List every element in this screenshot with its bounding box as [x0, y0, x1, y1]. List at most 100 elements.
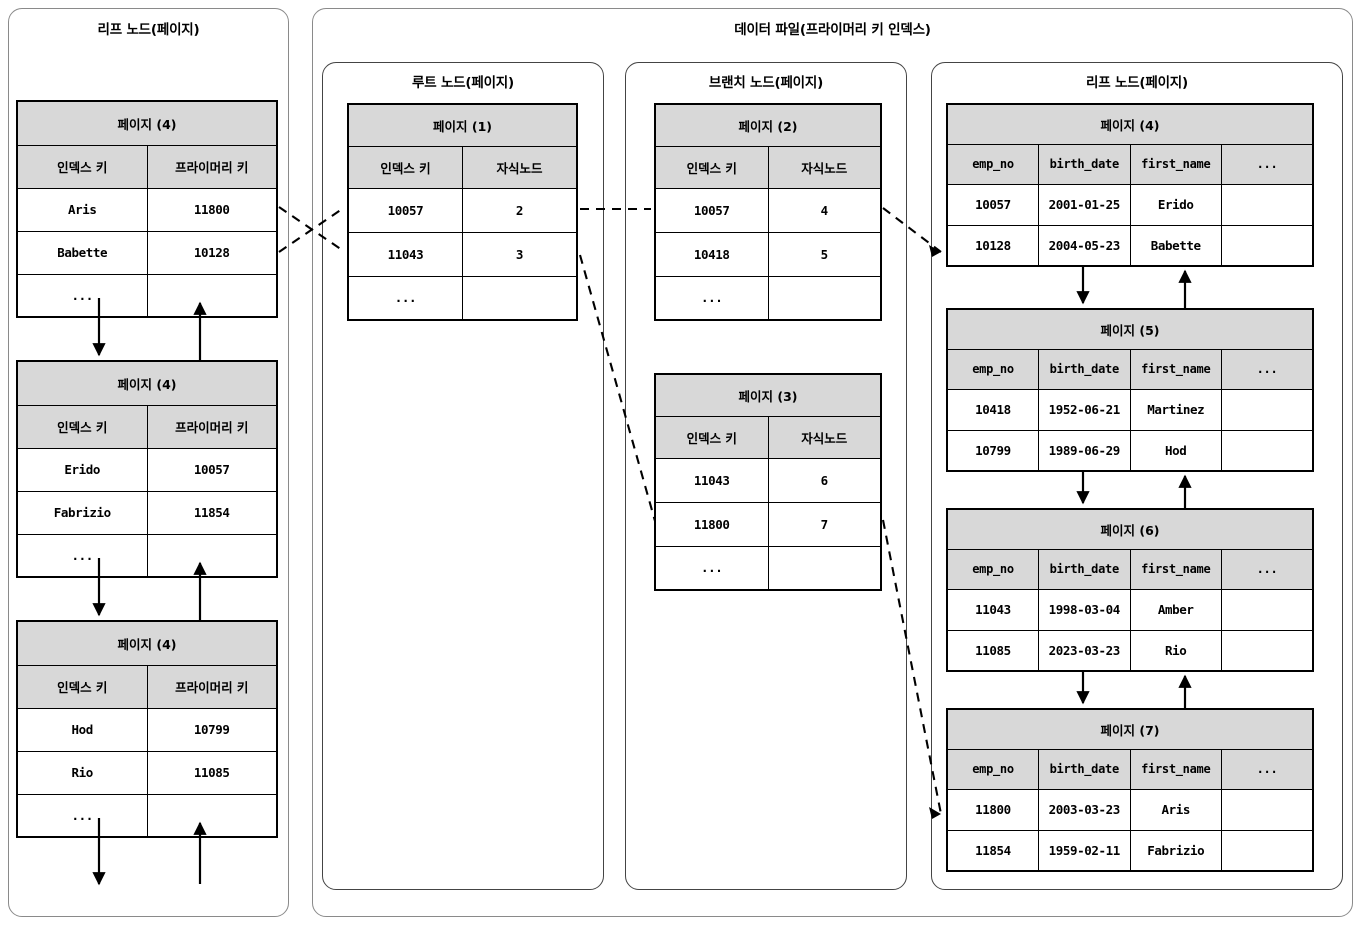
page-header: 페이지 (2) — [654, 103, 882, 147]
table-row: 11043 3 — [347, 231, 578, 277]
cell-more — [1221, 224, 1314, 267]
cell-index-key: ... — [16, 793, 148, 838]
cell-index-key: 10057 — [654, 187, 769, 233]
cell-first-name: Erido — [1129, 183, 1222, 226]
cell-more — [1221, 829, 1314, 872]
cell-primary-key — [146, 273, 278, 318]
table-row: 10418 1952-06-21 Martinez — [946, 388, 1314, 431]
column-header-emp-no: emp_no — [946, 548, 1039, 590]
panel-leaf-node — [931, 62, 1343, 890]
cell-emp-no: 10799 — [946, 429, 1039, 472]
cell-emp-no: 11800 — [946, 788, 1039, 831]
column-header-index-key: 인덱스 키 — [654, 415, 769, 459]
cell-first-name: Rio — [1129, 629, 1222, 672]
cell-index-key: Babette — [16, 230, 148, 275]
column-header-emp-no: emp_no — [946, 143, 1039, 185]
column-header-child-node: 자식노드 — [462, 145, 578, 189]
table-row: 11043 1998-03-04 Amber — [946, 588, 1314, 631]
branch-node-table-2: 페이지 (2) 인덱스 키 자식노드 10057 4 10418 5 ... — [654, 103, 882, 321]
column-header-more: ... — [1221, 143, 1314, 185]
cell-birth-date: 2023-03-23 — [1038, 629, 1131, 672]
cell-index-key: ... — [654, 545, 769, 591]
secondary-leaf-table-2: 페이지 (4) 인덱스 키 프라이머리 키 Erido 10057 Fabriz… — [16, 360, 278, 578]
cell-primary-key — [146, 533, 278, 578]
cell-index-key: Fabrizio — [16, 490, 148, 535]
column-header-first-name: first_name — [1129, 548, 1222, 590]
cell-index-key: Hod — [16, 707, 148, 752]
column-header-index-key: 인덱스 키 — [16, 404, 148, 449]
table-row: Erido 10057 — [16, 447, 278, 492]
column-header-more: ... — [1221, 548, 1314, 590]
leaf-node-table-6: 페이지 (6) emp_no birth_date first_name ...… — [946, 508, 1314, 672]
cell-primary-key: 10057 — [146, 447, 278, 492]
cell-child-node: 3 — [462, 231, 578, 277]
cell-primary-key: 11085 — [146, 750, 278, 795]
cell-child-node — [767, 275, 882, 321]
cell-birth-date: 1959-02-11 — [1038, 829, 1131, 872]
cell-index-key: ... — [16, 273, 148, 318]
cell-birth-date: 2004-05-23 — [1038, 224, 1131, 267]
table-row: 10128 2004-05-23 Babette — [946, 224, 1314, 267]
column-header-primary-key: 프라이머리 키 — [146, 404, 278, 449]
table-row: 10057 2 — [347, 187, 578, 233]
column-header-birth-date: birth_date — [1038, 748, 1131, 790]
column-header-index-key: 인덱스 키 — [16, 144, 148, 189]
cell-more — [1221, 629, 1314, 672]
table-row: ... — [16, 273, 278, 318]
panel-data-file — [312, 8, 1353, 917]
cell-child-node: 4 — [767, 187, 882, 233]
page-header: 페이지 (1) — [347, 103, 578, 147]
cell-index-key: Rio — [16, 750, 148, 795]
root-node-table: 페이지 (1) 인덱스 키 자식노드 10057 2 11043 3 ... — [347, 103, 578, 321]
page-header: 페이지 (6) — [946, 508, 1314, 550]
cell-child-node — [767, 545, 882, 591]
table-row: Fabrizio 11854 — [16, 490, 278, 535]
page-header: 페이지 (4) — [16, 620, 278, 666]
page-header: 페이지 (4) — [16, 360, 278, 406]
cell-index-key: ... — [347, 275, 463, 321]
cell-emp-no: 11043 — [946, 588, 1039, 631]
cell-first-name: Babette — [1129, 224, 1222, 267]
column-header-primary-key: 프라이머리 키 — [146, 664, 278, 709]
page-header: 페이지 (5) — [946, 308, 1314, 350]
panel-branch-node-title: 브랜치 노드(페이지) — [708, 75, 824, 91]
cell-birth-date: 1952-06-21 — [1038, 388, 1131, 431]
cell-first-name: Aris — [1129, 788, 1222, 831]
table-row: 10418 5 — [654, 231, 882, 277]
table-row: 11800 2003-03-23 Aris — [946, 788, 1314, 831]
cell-index-key: 10057 — [347, 187, 463, 233]
table-row: ... — [654, 275, 882, 321]
cell-first-name: Amber — [1129, 588, 1222, 631]
cell-primary-key: 10128 — [146, 230, 278, 275]
column-header-birth-date: birth_date — [1038, 348, 1131, 390]
cell-child-node: 6 — [767, 457, 882, 503]
panel-leaf-node-title: 리프 노드(페이지) — [1086, 75, 1188, 91]
cell-index-key: ... — [16, 533, 148, 578]
cell-child-node — [462, 275, 578, 321]
column-header-first-name: first_name — [1129, 748, 1222, 790]
cell-emp-no: 10057 — [946, 183, 1039, 226]
cell-child-node: 7 — [767, 501, 882, 547]
table-row: 10799 1989-06-29 Hod — [946, 429, 1314, 472]
column-header-birth-date: birth_date — [1038, 548, 1131, 590]
cell-emp-no: 10418 — [946, 388, 1039, 431]
table-row: ... — [16, 793, 278, 838]
leaf-node-table-7: 페이지 (7) emp_no birth_date first_name ...… — [946, 708, 1314, 872]
page-header: 페이지 (4) — [16, 100, 278, 146]
column-header-child-node: 자식노드 — [767, 145, 882, 189]
table-row: 11854 1959-02-11 Fabrizio — [946, 829, 1314, 872]
cell-index-key: Aris — [16, 187, 148, 232]
panel-data-file-title: 데이터 파일(프라이머리 키 인덱스) — [734, 22, 931, 38]
column-header-index-key: 인덱스 키 — [654, 145, 769, 189]
cell-birth-date: 1989-06-29 — [1038, 429, 1131, 472]
cell-index-key: 11043 — [654, 457, 769, 503]
cell-primary-key: 11800 — [146, 187, 278, 232]
cell-more — [1221, 788, 1314, 831]
table-row: 11043 6 — [654, 457, 882, 503]
panel-secondary-index-title: 리프 노드(페이지) — [97, 22, 200, 38]
cell-emp-no: 11085 — [946, 629, 1039, 672]
table-row: ... — [347, 275, 578, 321]
table-row: Hod 10799 — [16, 707, 278, 752]
column-header-first-name: first_name — [1129, 348, 1222, 390]
column-header-birth-date: birth_date — [1038, 143, 1131, 185]
